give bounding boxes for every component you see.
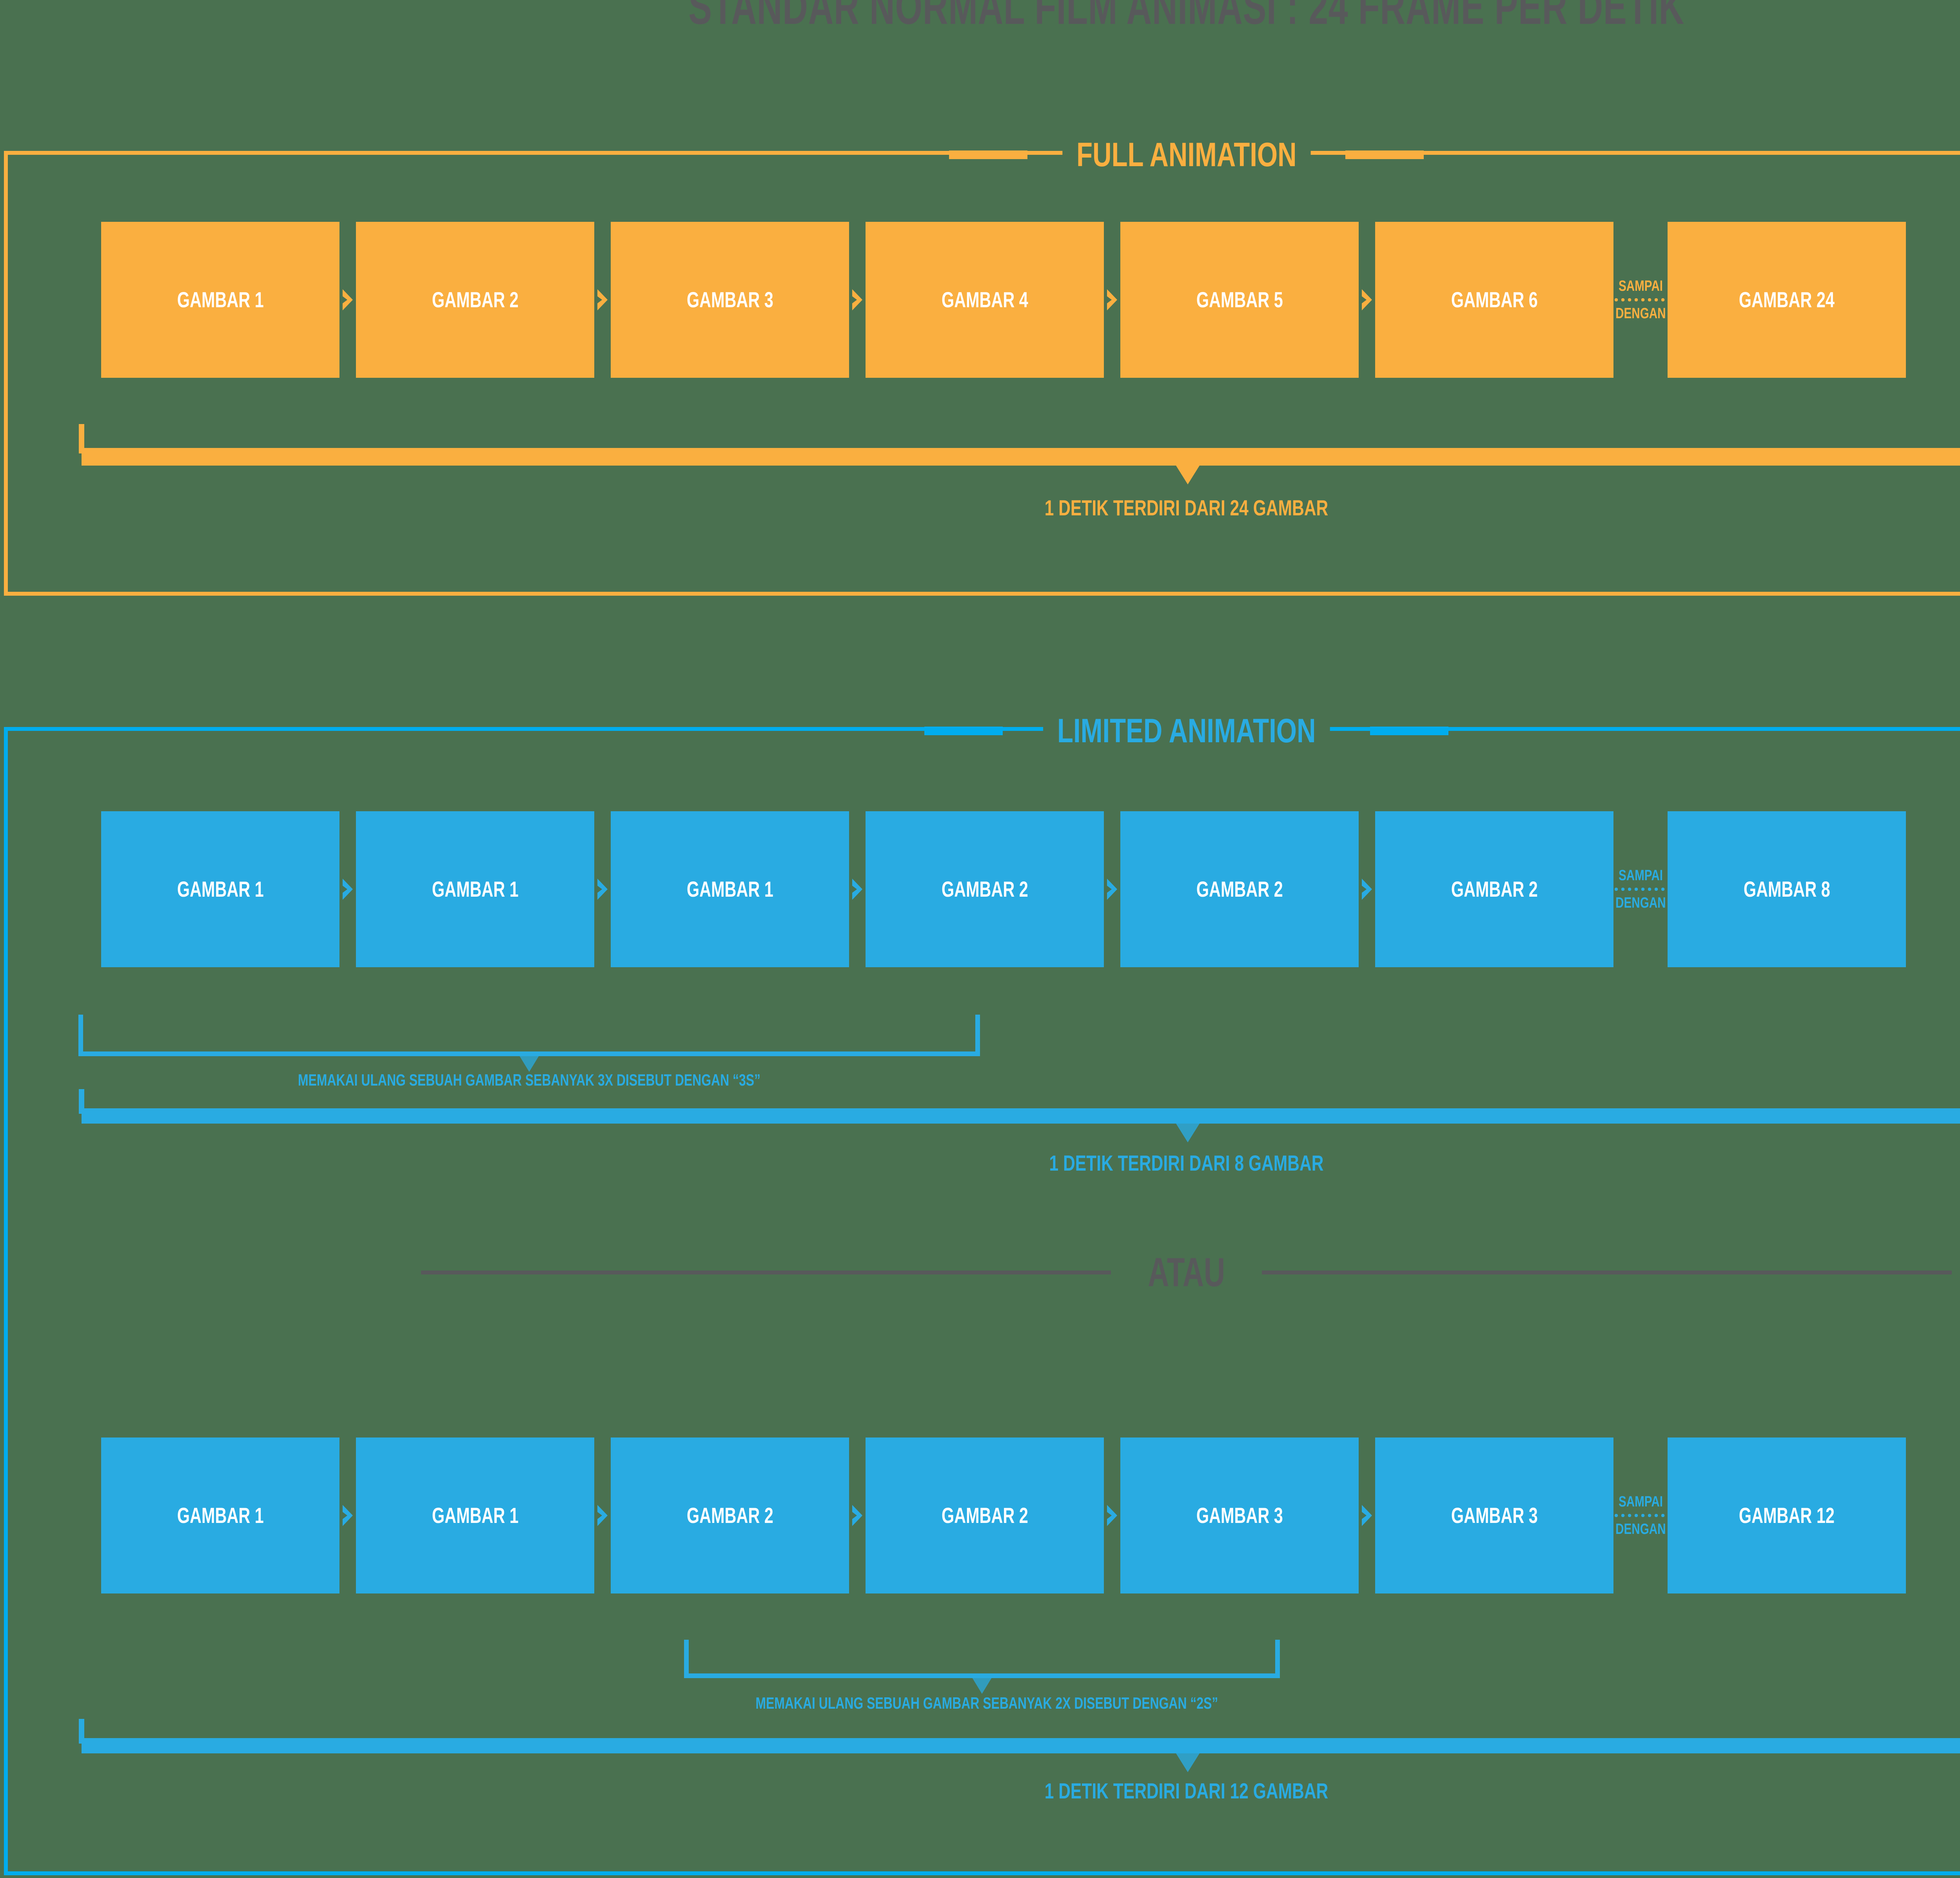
section-limited-animation-label: LIMITED ANIMATION xyxy=(1043,714,1330,748)
ellipsis-bottom-label: DENGAN xyxy=(1615,305,1666,322)
heading-dash-left xyxy=(924,727,1003,735)
frame-box[interactable]: GAMBAR 8 xyxy=(1668,811,1906,967)
chevron-right-icon xyxy=(852,1505,862,1526)
frame-box-label: GAMBAR 1 xyxy=(177,1503,264,1528)
frame-box[interactable]: GAMBAR 2 xyxy=(1375,811,1613,967)
frame-box-label: GAMBAR 3 xyxy=(1451,1503,1538,1528)
limited-2s-outer-bracket-caption: 1 DETIK TERDIRI DARI 12 GAMBAR xyxy=(1044,1778,1328,1803)
section-limited-animation-heading: LIMITED ANIMATION xyxy=(8,714,1960,748)
frame-box-label: GAMBAR 2 xyxy=(1451,877,1538,901)
frame-box-label: GAMBAR 4 xyxy=(941,287,1028,312)
ellipsis-top-label: SAMPAI xyxy=(1618,867,1663,884)
frame-box-label: GAMBAR 1 xyxy=(686,877,773,901)
ellipsis-sampai-dengan: SAMPAI DENGAN xyxy=(1613,279,1668,321)
frame-box[interactable]: GAMBAR 3 xyxy=(611,222,849,378)
chevron-right-icon xyxy=(343,879,353,900)
chevron-right-icon xyxy=(852,289,862,310)
chevron-right-icon xyxy=(1362,1505,1372,1526)
atau-divider: ATAU xyxy=(4,1252,1960,1293)
frame-box-label: GAMBAR 2 xyxy=(1196,877,1283,901)
frame-box[interactable]: GAMBAR 1 xyxy=(101,222,339,378)
dotted-line-icon xyxy=(1615,298,1666,301)
frame-box-label: GAMBAR 12 xyxy=(1739,1503,1835,1528)
limited-3s-outer-bracket-caption: 1 DETIK TERDIRI DARI 8 GAMBAR xyxy=(1049,1151,1324,1175)
ellipsis-sampai-dengan: SAMPAI DENGAN xyxy=(1613,868,1668,910)
frame-box-label: GAMBAR 3 xyxy=(1196,1503,1283,1528)
divider-rule-right xyxy=(1262,1271,1952,1274)
frame-box[interactable]: GAMBAR 6 xyxy=(1375,222,1613,378)
full-animation-frame-strip: GAMBAR 1 GAMBAR 2 GAMBAR 3 GAMBAR 4 GAMB… xyxy=(101,222,1960,378)
heading-dash-right xyxy=(1370,727,1449,735)
chevron-right-icon xyxy=(343,1505,353,1526)
heading-dash-left xyxy=(949,150,1027,159)
chevron-right-icon xyxy=(597,879,608,900)
frame-box[interactable]: GAMBAR 2 xyxy=(866,1438,1104,1593)
frame-box-label: GAMBAR 5 xyxy=(1196,287,1283,312)
frame-box-label: GAMBAR 3 xyxy=(686,287,773,312)
frame-box-label: GAMBAR 24 xyxy=(1739,287,1835,312)
limited-2s-span-bracket xyxy=(79,1719,1960,1772)
frame-box[interactable]: GAMBAR 1 xyxy=(101,811,339,967)
frame-box[interactable]: GAMBAR 1 xyxy=(356,1438,594,1593)
heading-dash-right xyxy=(1345,150,1424,159)
frame-box-label: GAMBAR 2 xyxy=(941,877,1028,901)
chevron-right-icon xyxy=(852,879,862,900)
frame-box[interactable]: GAMBAR 1 xyxy=(101,1438,339,1593)
limited-3s-inner-bracket xyxy=(78,1015,980,1072)
limited-3s-frame-strip: GAMBAR 1 GAMBAR 1 GAMBAR 1 GAMBAR 2 GAMB… xyxy=(101,811,1960,967)
frame-box-label: GAMBAR 6 xyxy=(1451,287,1538,312)
frame-box[interactable]: GAMBAR 12 xyxy=(1668,1438,1906,1593)
chevron-right-icon xyxy=(597,289,608,310)
divider-rule-left xyxy=(421,1271,1111,1274)
frame-box[interactable]: GAMBAR 4 xyxy=(866,222,1104,378)
chevron-right-icon xyxy=(597,1505,608,1526)
ellipsis-top-label: SAMPAI xyxy=(1618,278,1663,294)
frame-box[interactable]: GAMBAR 2 xyxy=(1120,811,1359,967)
ellipsis-top-label: SAMPAI xyxy=(1618,1494,1663,1510)
frame-box-label: GAMBAR 1 xyxy=(177,287,264,312)
frame-box-label: GAMBAR 2 xyxy=(432,287,519,312)
frame-box-label: GAMBAR 1 xyxy=(177,877,264,901)
chevron-right-icon xyxy=(1362,289,1372,310)
ellipsis-sampai-dengan: SAMPAI DENGAN xyxy=(1613,1494,1668,1537)
atau-label: ATAU xyxy=(1148,1250,1225,1295)
section-full-animation-label: FULL ANIMATION xyxy=(1062,138,1311,172)
frame-box[interactable]: GAMBAR 1 xyxy=(611,811,849,967)
section-full-animation-heading: FULL ANIMATION xyxy=(8,138,1960,172)
frame-box[interactable]: GAMBAR 3 xyxy=(1375,1438,1613,1593)
limited-3s-inner-bracket-caption: MEMAKAI ULANG SEBUAH GAMBAR SEBANYAK 3X … xyxy=(298,1071,760,1089)
ellipsis-bottom-label: DENGAN xyxy=(1615,895,1666,911)
frame-box-label: GAMBAR 8 xyxy=(1743,877,1830,901)
frame-box[interactable]: GAMBAR 2 xyxy=(356,222,594,378)
page-title: STANDAR NORMAL FILM ANIMASI : 24 FRAME P… xyxy=(688,0,1684,35)
ellipsis-bottom-label: DENGAN xyxy=(1615,1521,1666,1537)
frame-box-label: GAMBAR 1 xyxy=(432,877,519,901)
limited-2s-inner-bracket xyxy=(684,1640,1280,1694)
full-animation-span-bracket xyxy=(79,424,1960,484)
limited-3s-span-bracket xyxy=(79,1089,1960,1142)
frame-box[interactable]: GAMBAR 2 xyxy=(611,1438,849,1593)
chevron-right-icon xyxy=(1362,879,1372,900)
frame-box-label: GAMBAR 2 xyxy=(941,1503,1028,1528)
frame-box-label: GAMBAR 2 xyxy=(686,1503,773,1528)
chevron-right-icon xyxy=(343,289,353,310)
frame-box[interactable]: GAMBAR 1 xyxy=(356,811,594,967)
dotted-line-icon xyxy=(1615,1514,1666,1517)
dotted-line-icon xyxy=(1615,888,1666,891)
limited-2s-inner-bracket-caption: MEMAKAI ULANG SEBUAH GAMBAR SEBANYAK 2X … xyxy=(755,1694,1218,1712)
full-animation-bracket-caption: 1 DETIK TERDIRI DARI 24 GAMBAR xyxy=(1044,495,1328,520)
frame-box[interactable]: GAMBAR 2 xyxy=(866,811,1104,967)
frame-box[interactable]: GAMBAR 24 xyxy=(1668,222,1906,378)
chevron-right-icon xyxy=(1107,879,1117,900)
chevron-right-icon xyxy=(1107,1505,1117,1526)
limited-2s-frame-strip: GAMBAR 1 GAMBAR 1 GAMBAR 2 GAMBAR 2 GAMB… xyxy=(101,1438,1960,1593)
frame-box[interactable]: GAMBAR 3 xyxy=(1120,1438,1359,1593)
frame-box[interactable]: GAMBAR 5 xyxy=(1120,222,1359,378)
chevron-right-icon xyxy=(1107,289,1117,310)
frame-box-label: GAMBAR 1 xyxy=(432,1503,519,1528)
